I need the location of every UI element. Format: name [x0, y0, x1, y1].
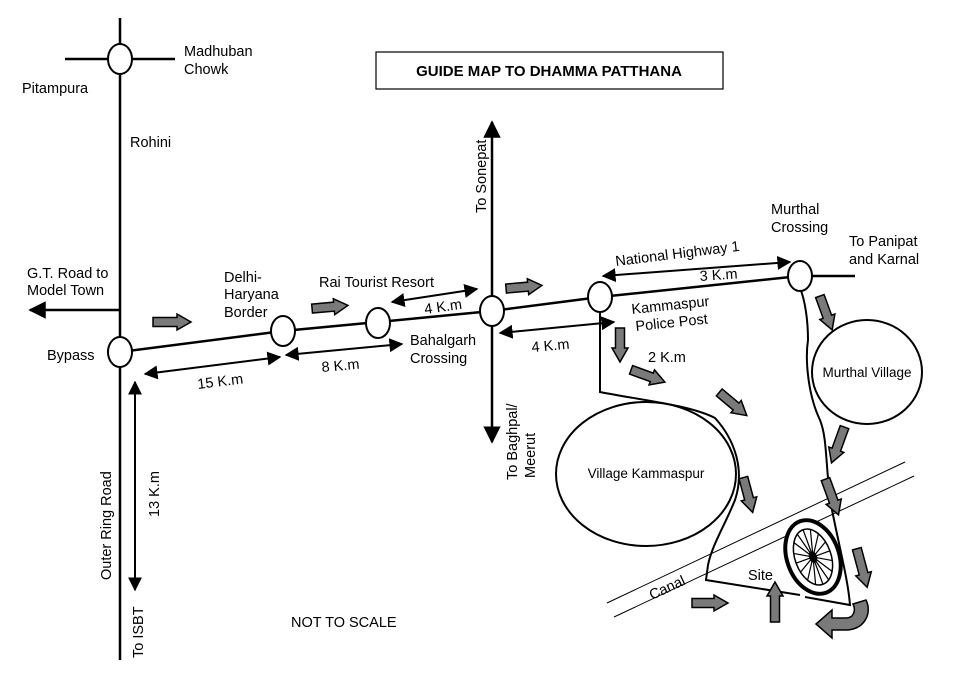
label-bahalgarh-2: Crossing [410, 351, 467, 367]
dist-label-kammaspur-site: 2 K.m [648, 350, 686, 366]
map-title: GUIDE MAP TO DHAMMA PATTHANA [416, 63, 682, 80]
direction-arrow-5 [628, 364, 667, 386]
direction-arrow-6 [715, 387, 748, 417]
label-village-kammaspur: Village Kammaspur [588, 466, 705, 481]
label-bahalgarh-1: Bahalgarh [410, 333, 476, 349]
kammaspur-road [599, 310, 801, 596]
dist-label-kammaspur-murthal: 3 K.m [699, 266, 738, 285]
u-turn-arrow [814, 599, 869, 640]
direction-arrow-3 [504, 277, 544, 296]
dist-label-bypass-isbt: 13 K.m [147, 471, 163, 517]
direction-arrow-13 [765, 580, 785, 623]
bypass-junction [107, 336, 133, 368]
direction-arrow-7 [814, 293, 836, 332]
label-outer-ring-road: Outer Ring Road [99, 471, 115, 580]
label-murthal-1: Murthal [771, 202, 819, 218]
label-not-to-scale: NOT TO SCALE [291, 615, 397, 631]
direction-arrow-12 [691, 593, 730, 613]
murthal-village-shape [811, 319, 923, 425]
dist-arrow-bahalgarh-kammaspur [498, 316, 616, 339]
murthal-crossing-junction [787, 260, 813, 292]
label-delhi-3: Border [224, 305, 268, 321]
label-rohini: Rohini [130, 135, 171, 151]
direction-arrow-11 [738, 475, 758, 514]
direction-arrow-10 [851, 546, 873, 589]
label-canal: Canal [647, 573, 688, 604]
dist-label-bypass-border: 15 K.m [197, 371, 245, 392]
distance-arrows [128, 255, 792, 592]
label-murthal-2: Crossing [771, 220, 828, 236]
direction-arrow-8 [827, 424, 850, 465]
dharma-wheel-icon [783, 518, 843, 596]
title-box [375, 51, 724, 90]
label-delhi-1: Delhi- [224, 270, 262, 286]
rai-tourist-resort-junction [365, 307, 391, 339]
direction-arrow-2 [310, 297, 350, 316]
dist-arrow-kammaspur-murthal [601, 255, 792, 283]
label-panipat-2: and Karnal [849, 252, 919, 268]
label-gt-road-2: Model Town [27, 283, 104, 299]
direction-arrow-9 [820, 476, 843, 517]
dist-label-resort-bahalgarh: 4 K.m [423, 297, 463, 318]
label-madhuban-2: Chowk [184, 62, 229, 78]
label-gt-road-1: G.T. Road to [27, 266, 108, 282]
label-to-sonepat: To Sonepat [474, 140, 490, 213]
label-national-highway: National Highway 1 [615, 239, 741, 270]
direction-arrows [152, 277, 873, 640]
dist-label-border-bahalgarh: 8 K.m [321, 357, 360, 376]
label-madhuban-1: Madhuban [184, 44, 253, 60]
labels: Madhuban Chowk Pitampura Rohini G.T. Roa… [22, 44, 919, 658]
dist-arrow-bypass-border [143, 351, 282, 380]
label-murthal-village: Murthal Village [822, 365, 911, 380]
canal [606, 461, 915, 618]
dist-label-bahalgarh-kammaspur: 4 K.m [531, 337, 570, 356]
label-pitampura: Pitampura [22, 81, 89, 97]
label-panipat-1: To Panipat [849, 234, 918, 250]
label-to-baghpal-1: To Baghpal/ [505, 402, 521, 480]
village-kammaspur-shape [555, 401, 737, 547]
label-bypass: Bypass [47, 348, 95, 364]
label-site: Site [748, 568, 773, 584]
madhuban-chowk-junction [107, 43, 133, 75]
kammaspur-junction [587, 281, 613, 313]
label-delhi-2: Haryana [224, 287, 280, 303]
direction-arrow-4 [610, 327, 630, 364]
dist-arrow-resort-bahalgarh [390, 283, 479, 308]
direction-arrow-1 [152, 312, 193, 332]
label-to-baghpal-2: Meerut [523, 433, 539, 478]
label-kammaspur-2: Police Post [635, 311, 709, 334]
delhi-haryana-border-junction [270, 315, 296, 347]
label-to-isbt: To ISBT [131, 606, 147, 658]
label-rai-resort: Rai Tourist Resort [319, 275, 434, 291]
bahalgarh-crossing-junction [479, 295, 505, 327]
dist-arrow-border-bahalgarh [284, 338, 404, 361]
